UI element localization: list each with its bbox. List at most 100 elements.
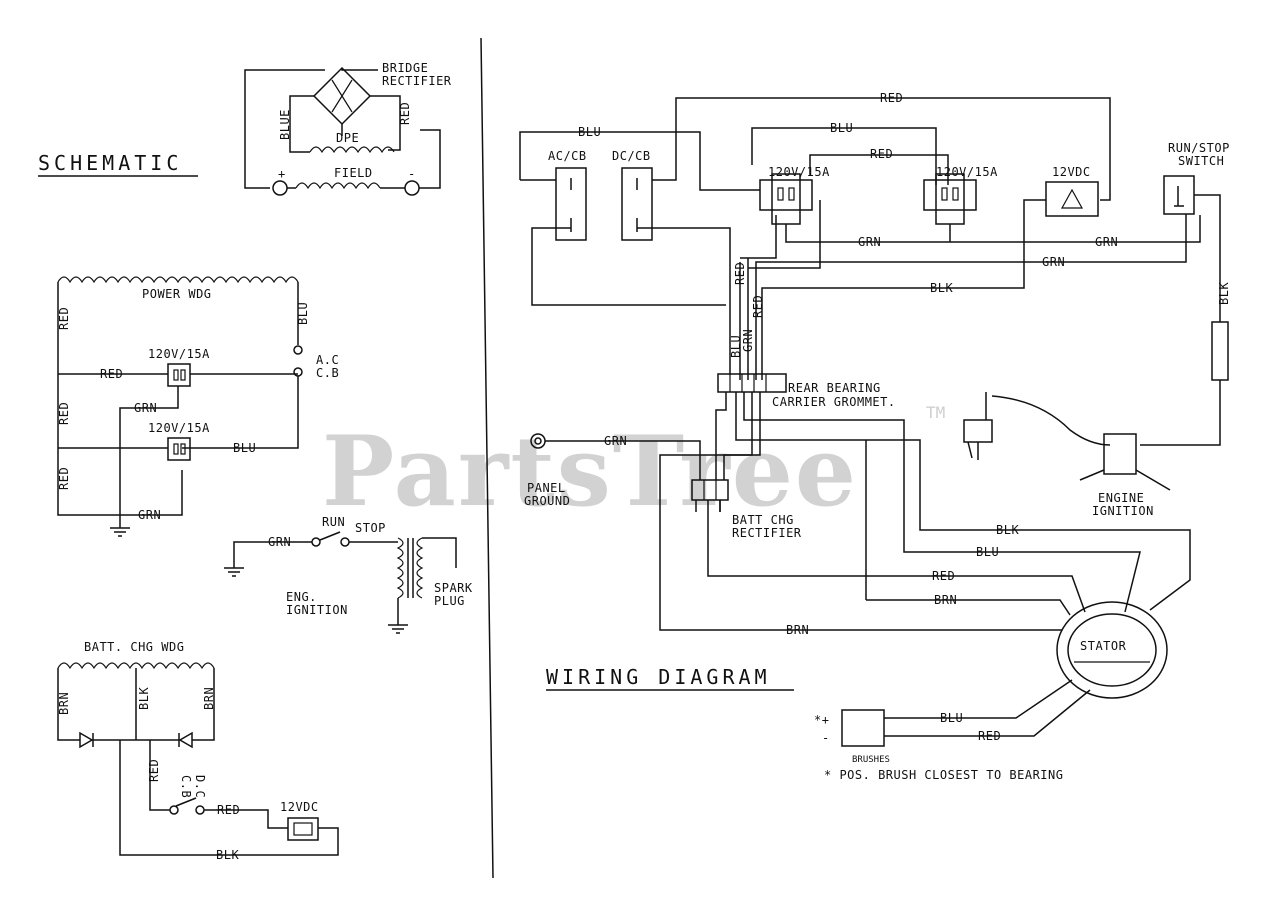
blk-wire-label-2: BLK: [216, 848, 239, 862]
run-stop-switch: [1163, 175, 1195, 215]
spark-plug-label-1: SPARK: [434, 581, 473, 595]
blu-wire-label: BLU: [296, 302, 310, 325]
brush-note: * POS. BRUSH CLOSEST TO BEARING: [824, 768, 1063, 782]
wd-red-top-label: RED: [880, 91, 903, 105]
dc-12v-socket: [1045, 181, 1099, 217]
blk-wire-label-1: BLK: [137, 687, 151, 710]
brn-wire-label-1: BRN: [57, 692, 71, 715]
wiring-diagram-title: WIRING DIAGRAM: [546, 665, 771, 689]
grn-wire-label-3: GRN: [268, 535, 291, 549]
field-label: FIELD: [334, 166, 373, 180]
wd-blu-label-2: BLU: [976, 545, 999, 559]
field-plus-label: +: [278, 167, 286, 181]
wd-blu-mid-label: BLU: [830, 121, 853, 135]
brush-plus-label: *+: [814, 713, 829, 727]
outlet-1-title: 120V/15A: [768, 165, 830, 179]
engine-ignition-label-1: ENGINE: [1098, 491, 1144, 505]
engine-ignition-label-2: IGNITION: [1092, 504, 1154, 518]
grommet-label-1: REAR BEARING: [788, 381, 881, 395]
batt-chg-wdg-label: BATT. CHG WDG: [84, 640, 184, 654]
wd-red-mid-label: RED: [870, 147, 893, 161]
wd-grn-label-3: GRN: [1042, 255, 1065, 269]
ac-cb-label-1: A.C: [316, 353, 339, 367]
red-wire-label-5: RED: [147, 759, 161, 782]
run-stop-label-1: RUN/STOP: [1168, 141, 1230, 155]
ac-cb-breaker: [555, 167, 587, 241]
ground-symbol-1: [110, 515, 130, 537]
wd-brn-label-1: BRN: [786, 623, 809, 637]
spark-plug-label-2: PLUG: [434, 594, 465, 608]
batt-chg-label-1: BATT CHG: [732, 513, 794, 527]
wd-grn-label-5: GRN: [604, 434, 627, 448]
grn-wire-label-2: GRN: [138, 508, 161, 522]
dc-12v-label: 12VDC: [280, 800, 319, 814]
brn-wire-label-2: BRN: [202, 687, 216, 710]
eng-ignition-label-1: ENG.: [286, 590, 317, 604]
wd-brn-label-2: BRN: [934, 593, 957, 607]
grommet-label-2: CARRIER GROMMET.: [772, 395, 896, 409]
batt-chg-rectifier: [691, 479, 729, 501]
red-wire-label-1: RED: [57, 307, 71, 330]
red-wire-label-2: RED: [57, 402, 71, 425]
battery-charge-schematic: BATT. CHG WDG BRN BLK BRN BLK RED D.C C.…: [57, 640, 339, 862]
stop-label: STOP: [355, 521, 386, 535]
stator: [1056, 601, 1168, 699]
run-stop-label-2: SWITCH: [1178, 154, 1224, 168]
brushes: [841, 709, 885, 747]
outlet-2: [923, 179, 977, 211]
wd-blk-label-1: BLK: [930, 281, 953, 295]
field-minus-label: -: [408, 167, 416, 181]
dc-cb-label-2: C.B: [179, 775, 193, 798]
dc-12v-title: 12VDC: [1052, 165, 1091, 179]
run-label: RUN: [322, 515, 345, 529]
panel-ground-label-2: GROUND: [524, 494, 570, 508]
batt-chg-label-2: RECTIFIER: [732, 526, 802, 540]
wd-blk-label-2: BLK: [1217, 282, 1231, 305]
engine-ignition-module: [1103, 433, 1137, 475]
dc-cb-title: DC/CB: [612, 149, 651, 163]
wd-red-label-2: RED: [751, 295, 765, 318]
eng-ignition-label-2: IGNITION: [286, 603, 348, 617]
red-wire-label-3: RED: [57, 467, 71, 490]
bridge-label-1: BRIDGE: [382, 61, 428, 75]
stator-label: STATOR: [1080, 639, 1127, 653]
ac-cb-label-2: C.B: [316, 366, 339, 380]
watermark: PartsTree: [322, 415, 858, 528]
brush-minus-label: -: [822, 731, 830, 745]
blue-wire-label: BLUE: [278, 109, 292, 140]
ac-cb-title: AC/CB: [548, 149, 587, 163]
wd-grn-label-1: GRN: [858, 235, 881, 249]
engine-ignition-schematic: GRN RUN STOP SPARK PLUG ENG. IGNITION: [224, 515, 473, 634]
outlet-1: [759, 179, 813, 211]
wiring-diagram: RED BLU BLU RED AC/CB DC/CB 120V/15A GRN…: [519, 91, 1231, 782]
power-wdg-label: POWER WDG: [142, 287, 212, 301]
dc-cb-label-1: D.C: [193, 775, 207, 798]
power-winding-schematic: POWER WDG RED RED RED BLU A.C C.B 120V/1…: [57, 276, 339, 537]
wd-blu-label-1: BLU: [729, 335, 743, 358]
wd-blk-label-3: BLK: [996, 523, 1019, 537]
dc-cb-breaker: [621, 167, 653, 241]
wd-blu-top-label: BLU: [578, 125, 601, 139]
outlet-2-title: 120V/15A: [936, 165, 998, 179]
brushes-label: BRUSHES: [852, 755, 890, 765]
watermark-tm: TM: [926, 403, 945, 422]
wd-red-label-3: RED: [932, 569, 955, 583]
bridge-label-2: RECTIFIER: [382, 74, 452, 88]
outlet-label-1: 120V/15A: [148, 347, 210, 361]
wd-red-label-4: RED: [978, 729, 1001, 743]
schematic-title: SCHEMATIC: [38, 151, 182, 175]
blu-wire-label-2: BLU: [233, 441, 256, 455]
section-divider: [480, 37, 494, 879]
red-wire-label-4: RED: [100, 367, 123, 381]
panel-ground-label-1: PANEL: [527, 481, 566, 495]
red-wire-label-6: RED: [217, 803, 240, 817]
wd-blu-label-3: BLU: [940, 711, 963, 725]
wd-grn-label-4: GRN: [741, 329, 755, 352]
bridge-rectifier-schematic: BRIDGE RECTIFIER BLUE RED DPE FIELD + -: [244, 61, 452, 196]
dpe-label: DPE: [336, 131, 359, 145]
wd-red-label-1: RED: [733, 262, 747, 285]
wd-grn-label-2: GRN: [1095, 235, 1118, 249]
red-wire-label: RED: [398, 102, 412, 125]
